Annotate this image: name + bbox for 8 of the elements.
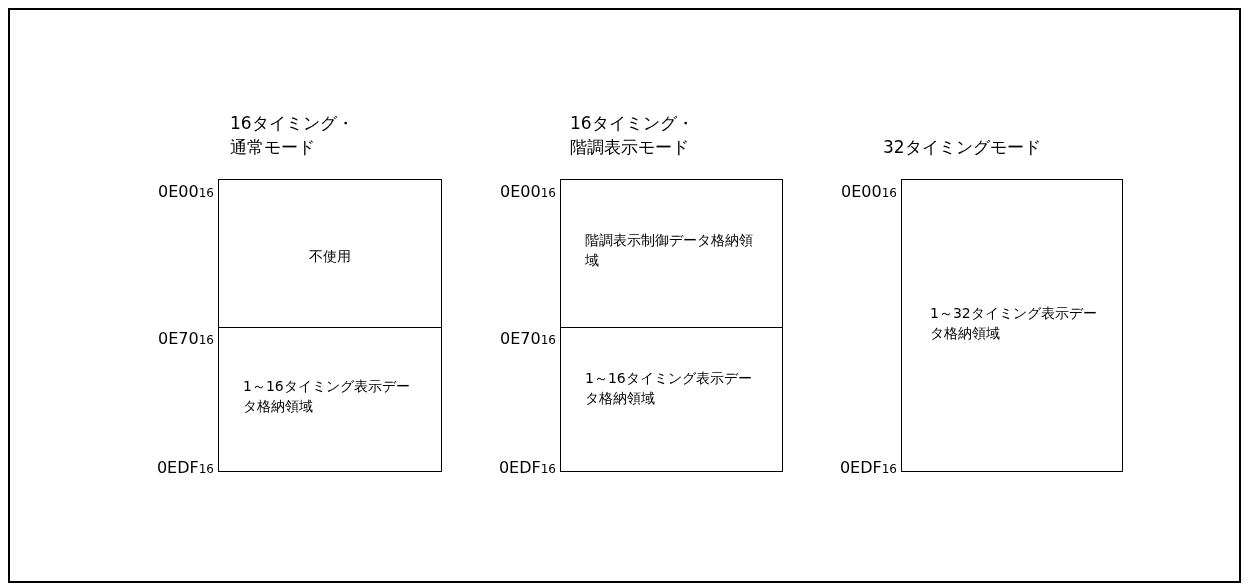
mode-heading: 16タイミング・通常モード [230,112,355,159]
mode-heading: 16タイミング・階調表示モード [570,112,695,159]
mode-heading: 32タイミングモード [883,136,1042,159]
region-label: 1～16タイミング表示データ格納領域 [243,377,411,416]
region-label: 1～16タイミング表示データ格納領域 [585,369,753,408]
region-label: 1～32タイミング表示データ格納領域 [930,304,1098,343]
region-label: 不使用 [308,247,352,266]
region-label: 階調表示制御データ格納領域 [585,231,754,270]
